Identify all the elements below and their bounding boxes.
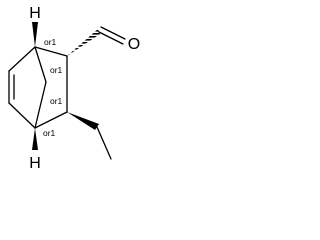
stereo-label-c-aldehyde: or1 (50, 65, 63, 75)
structure-diagram: H H O or1 or1 or1 or1 (8, 5, 140, 172)
bond-c8-o-double (98, 31, 124, 45)
wedge-bond-h-bottom (32, 128, 38, 150)
atom-label-h-bottom: H (29, 155, 41, 172)
stereo-label-bridgehead-top: or1 (44, 37, 57, 47)
atom-label-h-top: H (29, 5, 41, 22)
aldehyde-group: O (67, 26, 140, 56)
ring-bonds (8, 46, 68, 129)
ethyl-group (67, 112, 112, 160)
bond-c8-o-double-inner (100, 26, 126, 40)
wedge-bond-ethyl (67, 112, 99, 130)
stereo-label-bridgehead-bottom: or1 (43, 128, 56, 138)
wedge-bond-h-top (32, 22, 38, 47)
bridgehead-hydrogens: H H (29, 5, 41, 172)
bond-ethyl-ch2-ch3 (96, 126, 112, 160)
hashed-wedge-bond-cho (67, 29, 100, 56)
stereo-label-c-ethyl: or1 (50, 96, 63, 106)
stereo-labels: or1 or1 or1 or1 (43, 37, 63, 138)
bond-c7-c4 (34, 81, 47, 129)
atom-label-oxygen: O (128, 36, 140, 53)
bond-c1-c6 (8, 46, 36, 72)
bond-c1-c7 (34, 46, 47, 83)
bond-c1-c2 (34, 46, 68, 57)
bond-c3-c4 (34, 111, 68, 129)
bond-c5-c4 (8, 102, 36, 129)
